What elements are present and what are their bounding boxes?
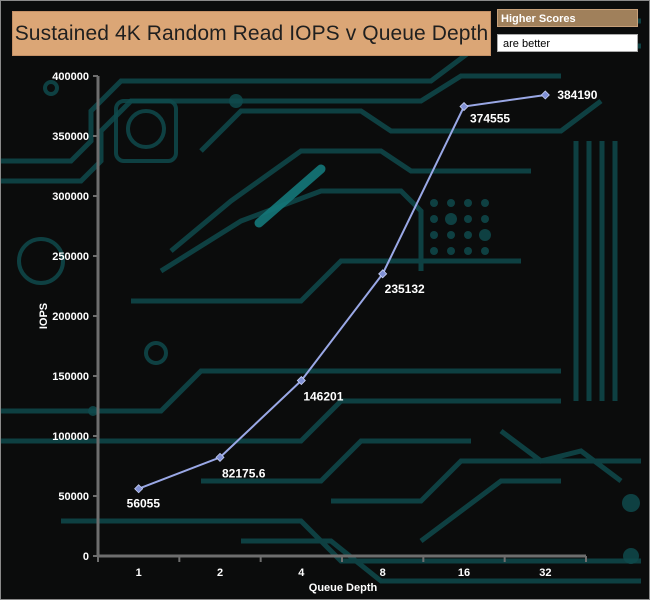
y-tick-label: 100000 [52,431,89,443]
x-tick-label: 2 [217,567,223,579]
data-point [134,484,144,494]
series-line [138,93,546,490]
data-label: 384190 [557,88,597,102]
data-label: 82175.6 [222,466,266,480]
x-tick-label: 16 [458,567,470,579]
axes [96,76,586,558]
data-point [378,269,388,279]
y-tick-label: 150000 [52,371,89,383]
legend-are-better: are better [497,34,638,52]
x-tick-label: 4 [298,567,305,579]
chart-title: Sustained 4K Random Read IOPS v Queue De… [14,21,489,45]
data-label: 146201 [303,390,343,404]
legend-higher-scores: Higher Scores [497,9,638,27]
data-point [459,101,469,112]
data-point [296,375,306,386]
data-point [215,452,225,462]
data-label: 235132 [385,282,425,296]
data-point [540,90,550,100]
x-tick-label: 8 [380,567,386,579]
y-tick-label: 350000 [52,131,89,143]
y-tick-label: 400000 [52,71,89,83]
x-tick-label: 1 [136,567,142,579]
y-axis-title: IOPS [38,303,50,329]
y-tick-label: 200000 [52,311,89,323]
x-axis-ticks: 1 2 4 8 16 32 [97,556,587,579]
y-tick-label: 250000 [52,251,89,263]
x-axis-title: Queue Depth [309,582,378,594]
y-tick-label: 0 [83,551,89,563]
y-tick-label: 50000 [58,491,89,503]
data-label: 56055 [127,497,161,511]
data-labels: 56055 82175.6 146201 235132 374555 384190 [127,88,598,511]
data-label: 374555 [470,112,510,126]
x-tick-label: 32 [539,567,551,579]
y-axis-ticks: 0 50000 100000 150000 200000 250000 300000 3500… [52,71,98,563]
chart-title-box: Sustained 4K Random Read IOPS v Queue De… [12,11,491,56]
series-iops [134,90,550,494]
y-tick-label: 300000 [52,191,89,203]
